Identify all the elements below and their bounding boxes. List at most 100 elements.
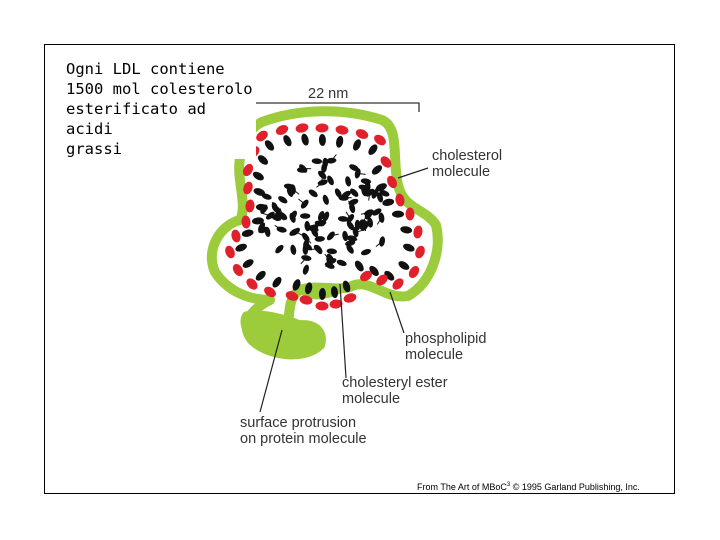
cholesteryl-ester-label: cholesteryl ester molecule [342, 375, 448, 407]
cholesteryl-ester-molecule [367, 217, 374, 228]
phospholipid-molecule [246, 270, 266, 290]
phospholipid-molecule [375, 175, 397, 192]
cholesteryl-ester-molecule [260, 204, 268, 214]
cholesteryl-ester-molecule [326, 248, 337, 255]
cholesteryl-ester-molecule [289, 228, 299, 236]
phospholipid-molecule [241, 215, 264, 229]
cholesteryl-ester-molecule [318, 170, 327, 180]
molecule-tail [375, 241, 383, 247]
cholesterol-label: cholesterol molecule [432, 148, 503, 180]
cholesteryl-ester-molecule [346, 244, 354, 254]
cholesteryl-ester-molecule [258, 222, 266, 232]
leader-cholesteryl-ester [339, 283, 347, 379]
cholesteryl-ester-molecule [376, 192, 384, 203]
cholesteryl-ester-molecule [317, 210, 325, 221]
cholesteryl-ester-molecule [379, 236, 386, 247]
phospholipid-molecule [368, 134, 386, 155]
molecule-tail [271, 201, 277, 210]
molecule-tail [330, 233, 339, 237]
phospholipid-molecule [264, 276, 282, 298]
molecule-tail [305, 244, 313, 251]
molecule-tail [324, 253, 330, 261]
cholesteryl-ester-molecule [261, 193, 272, 200]
cholesteryl-ester-molecule [345, 176, 352, 187]
molecule-tail [355, 229, 364, 233]
molecule-tail [316, 182, 324, 188]
phospholipid-molecule [242, 163, 264, 181]
phospholipid-molecule [400, 225, 423, 239]
molecule-tail [357, 172, 366, 175]
cholesteryl-ester-molecule [342, 230, 349, 242]
cholesteryl-ester-molecule [311, 158, 323, 165]
cholesteryl-ester-molecule [290, 244, 297, 255]
cholesteryl-ester-molecule [308, 189, 318, 198]
phospholipid-molecule [354, 260, 372, 282]
leader-protrusion [259, 329, 283, 413]
molecule-tail [311, 223, 320, 227]
cholesteryl-ester-molecule [360, 178, 372, 185]
phospholipid-molecule [392, 207, 415, 221]
molecule-tail [300, 257, 307, 265]
phospholipid-molecule [256, 130, 275, 151]
phospholipid-molecule [329, 286, 343, 309]
cholesteryl-ester-molecule [289, 212, 296, 223]
phospholipid-molecule [315, 123, 329, 146]
phospholipid-molecule [315, 288, 329, 311]
molecule-tail [277, 215, 285, 221]
molecule-tail [368, 192, 371, 201]
molecule-tail [364, 223, 366, 232]
phospholipid-molecule [335, 125, 349, 148]
cholesteryl-ester-molecule [264, 226, 271, 238]
cholesteryl-ester-molecule [290, 184, 296, 195]
molecule-tail [305, 236, 312, 244]
phospholipid-molecule [243, 181, 266, 196]
molecule-tail [330, 154, 337, 162]
ldl-note: Ogni LDL contiene 1500 mol colesterolo e… [66, 59, 256, 159]
lipid-core [258, 154, 390, 275]
cholesteryl-ester-molecule [311, 227, 319, 238]
cholesteryl-ester-molecule [297, 167, 308, 173]
cholesteryl-ester-molecule [314, 236, 325, 242]
molecule-tail [274, 224, 282, 231]
cholesteryl-ester-molecule [346, 221, 355, 231]
cholesteryl-ester-molecule [275, 244, 284, 254]
cholesteryl-ester-molecule [327, 175, 334, 186]
cholesteryl-ester-molecule [360, 248, 372, 256]
cholesteryl-ester-molecule [359, 219, 370, 227]
cholesteryl-ester-molecule [303, 239, 310, 250]
phospholipid-molecule [352, 129, 369, 151]
cholesteryl-ester-molecule [322, 194, 329, 205]
phospholipid-label: phospholipid molecule [405, 331, 487, 363]
figure-credit: From The Art of MBoC3 © 1995 Garland Pub… [417, 482, 640, 492]
cholesteryl-ester-molecule [346, 235, 357, 242]
cholesteryl-ester-molecule [302, 264, 309, 275]
cholesteryl-ester-molecule [334, 188, 342, 198]
phospholipid-molecule [398, 261, 420, 278]
leader-phospholipid [389, 291, 405, 334]
cholesteryl-ester-molecule [315, 244, 323, 255]
phospholipid-molecule [299, 282, 313, 305]
cholesteryl-ester-molecule [350, 188, 359, 197]
phospholipid-molecule [231, 229, 254, 243]
cholesteryl-ester-molecule [349, 164, 359, 172]
molecule-tail [325, 260, 332, 268]
phospholipid-molecule [275, 125, 292, 147]
phospholipid-molecule [342, 280, 357, 303]
cholesteryl-ester-molecule [336, 259, 347, 267]
molecule-tail [376, 217, 382, 225]
cholesteryl-ester-molecule [278, 196, 288, 204]
phospholipid-molecule [295, 123, 309, 146]
molecule-tail [292, 189, 300, 195]
molecule-tail [361, 218, 366, 227]
phospholipid-layer [225, 123, 425, 311]
molecule-tail [279, 208, 284, 217]
cholesteryl-ester-molecule [322, 157, 329, 169]
cholesteryl-ester-molecule [354, 168, 361, 179]
scale-label: 22 nm [308, 86, 349, 102]
molecule-tail [262, 213, 271, 217]
cholesteryl-ester-molecule [364, 210, 373, 220]
cholesteryl-ester-molecule [348, 198, 359, 206]
phospholipid-molecule [285, 279, 301, 301]
molecule-tail [345, 211, 351, 219]
